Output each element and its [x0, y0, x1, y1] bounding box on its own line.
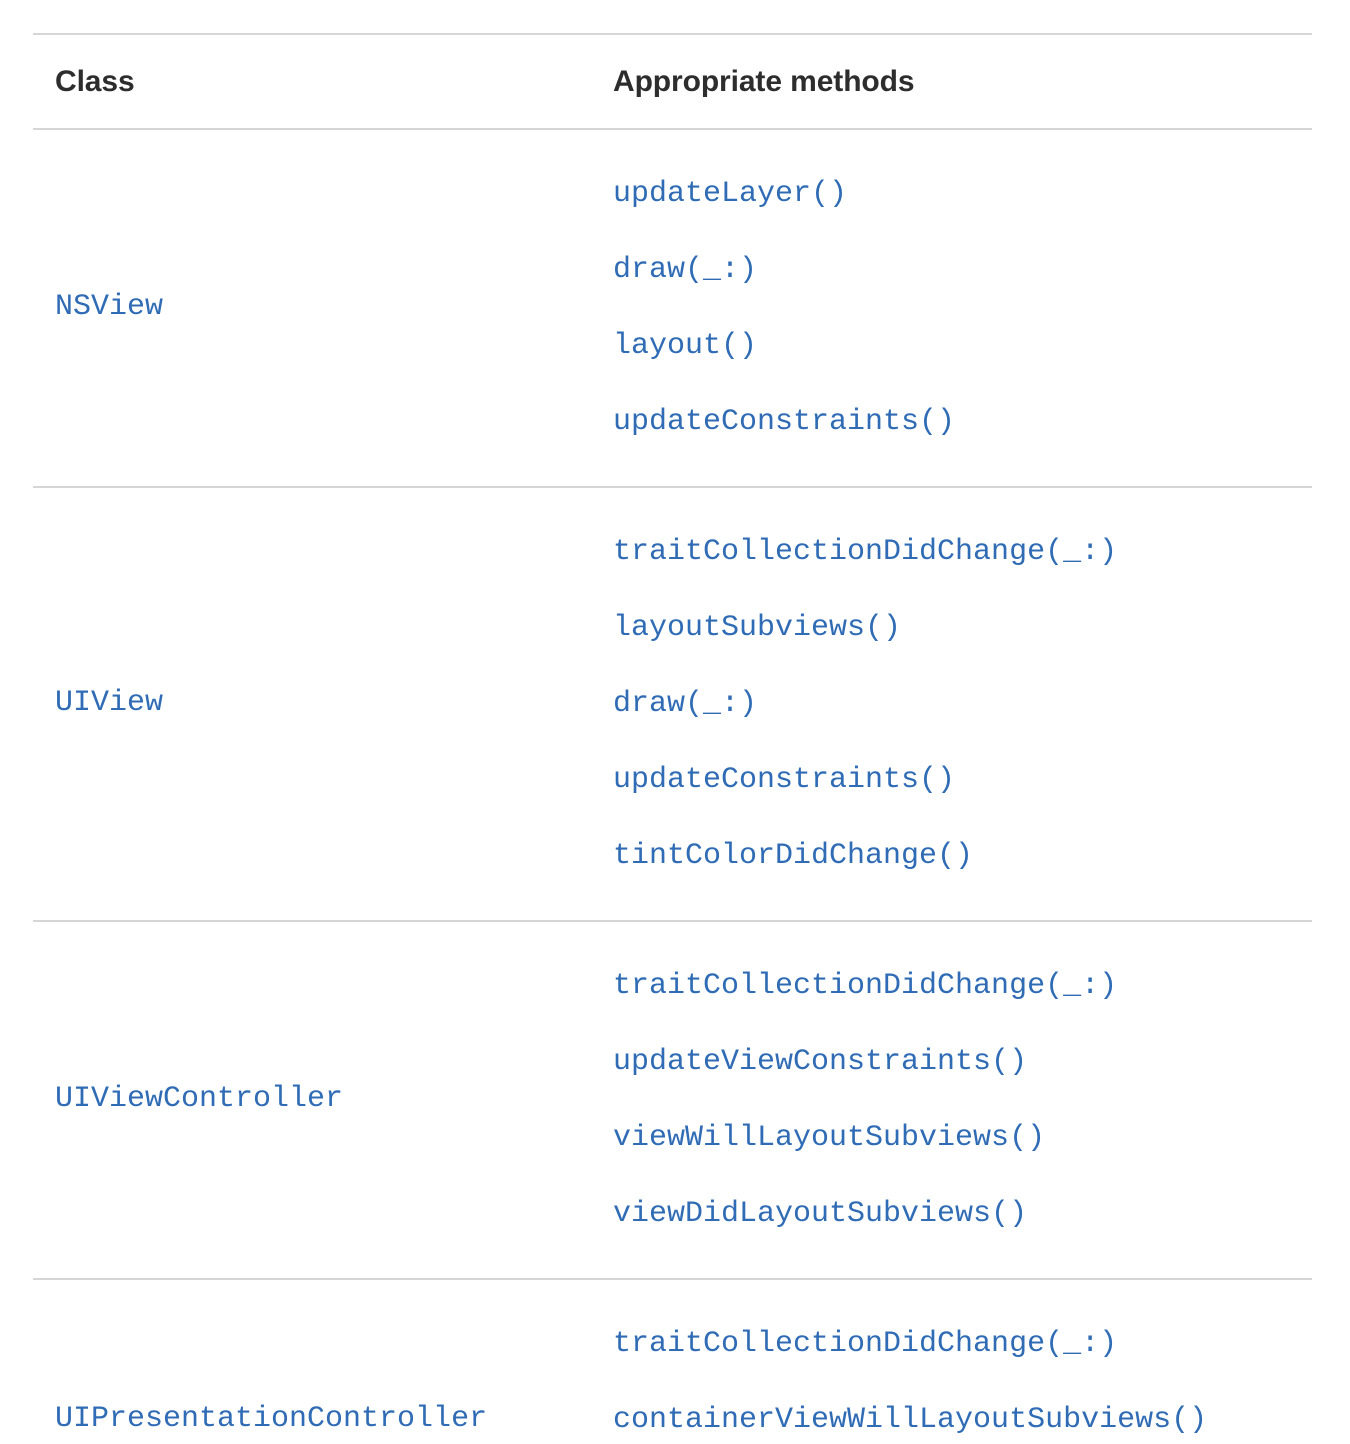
table-cell-class: UIView	[33, 487, 598, 922]
class-name-link[interactable]: NSView	[55, 290, 164, 325]
class-methods-table: Class Appropriate methods NSView updateL…	[33, 33, 1312, 1444]
table-header: Class Appropriate methods	[33, 33, 1312, 130]
method-link[interactable]: updateLayer()	[613, 177, 848, 211]
method-link[interactable]: containerViewWillLayoutSubviews()	[613, 1403, 1208, 1437]
method-link[interactable]: tintColorDidChange()	[613, 839, 974, 873]
column-header-methods-label: Appropriate methods	[613, 64, 915, 98]
table-body: NSView updateLayer() draw(_:) layout() u…	[33, 129, 1312, 1444]
method-link[interactable]: draw(_:)	[613, 253, 758, 287]
column-header-class-label: Class	[55, 64, 135, 98]
column-header-class: Class	[33, 33, 598, 130]
method-list: traitCollectionDidChange(_:) updateViewC…	[598, 922, 1312, 1278]
method-link[interactable]: draw(_:)	[613, 687, 758, 721]
table-container: Class Appropriate methods NSView updateL…	[33, 33, 1312, 1444]
method-link[interactable]: updateViewConstraints()	[613, 1045, 1028, 1079]
table-cell-methods: traitCollectionDidChange(_:) containerVi…	[598, 1279, 1312, 1444]
table-cell-methods: updateLayer() draw(_:) layout() updateCo…	[598, 129, 1312, 488]
class-name-link[interactable]: UIView	[55, 686, 164, 721]
method-link[interactable]: updateConstraints()	[613, 405, 956, 439]
table-row: UIView traitCollectionDidChange(_:) layo…	[33, 487, 1312, 922]
class-name-link[interactable]: UIViewController	[55, 1082, 344, 1117]
table-cell-methods: traitCollectionDidChange(_:) layoutSubvi…	[598, 487, 1312, 922]
table-row: UIViewController traitCollectionDidChang…	[33, 921, 1312, 1280]
method-link[interactable]: layout()	[613, 329, 758, 363]
method-link[interactable]: layoutSubviews()	[613, 611, 902, 645]
method-list: traitCollectionDidChange(_:) layoutSubvi…	[598, 488, 1312, 920]
table-header-row: Class Appropriate methods	[33, 33, 1312, 130]
table-cell-class: UIPresentationController	[33, 1279, 598, 1444]
table-row: UIPresentationController traitCollection…	[33, 1279, 1312, 1444]
table-cell-methods: traitCollectionDidChange(_:) updateViewC…	[598, 921, 1312, 1280]
method-list: updateLayer() draw(_:) layout() updateCo…	[598, 130, 1312, 486]
method-link[interactable]: traitCollectionDidChange(_:)	[613, 1327, 1118, 1361]
method-link[interactable]: viewWillLayoutSubviews()	[613, 1121, 1046, 1155]
table-row: NSView updateLayer() draw(_:) layout() u…	[33, 129, 1312, 488]
column-header-methods: Appropriate methods	[598, 33, 1312, 130]
class-name-link[interactable]: UIPresentationController	[55, 1402, 488, 1437]
table-cell-class: NSView	[33, 129, 598, 488]
method-list: traitCollectionDidChange(_:) containerVi…	[598, 1280, 1312, 1444]
method-link[interactable]: updateConstraints()	[613, 763, 956, 797]
table-cell-class: UIViewController	[33, 921, 598, 1280]
method-link[interactable]: viewDidLayoutSubviews()	[613, 1197, 1028, 1231]
method-link[interactable]: traitCollectionDidChange(_:)	[613, 969, 1118, 1003]
method-link[interactable]: traitCollectionDidChange(_:)	[613, 535, 1118, 569]
